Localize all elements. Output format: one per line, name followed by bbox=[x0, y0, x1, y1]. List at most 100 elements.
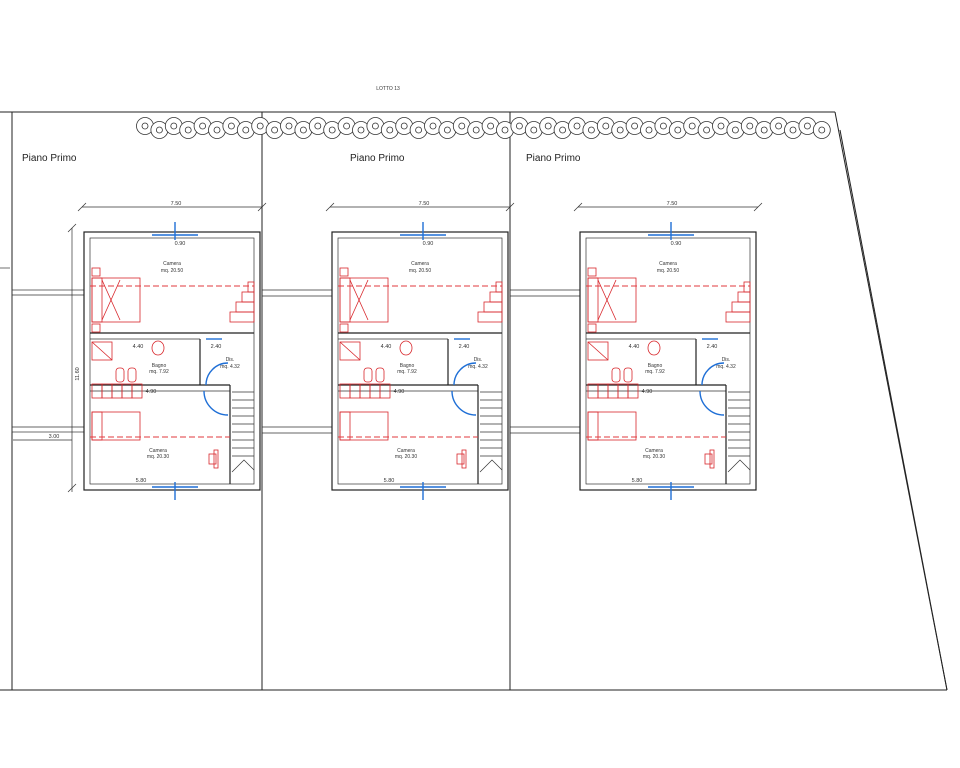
tree-icon bbox=[150, 121, 169, 139]
tree-core bbox=[544, 122, 552, 130]
tree-core bbox=[343, 122, 351, 130]
desk bbox=[456, 453, 465, 465]
stair-block bbox=[731, 301, 751, 313]
tree-icon bbox=[539, 117, 558, 135]
mid-dimension: 4.90 bbox=[146, 389, 157, 395]
room-area: mq. 20.50 bbox=[409, 268, 431, 274]
toilet bbox=[151, 340, 165, 356]
shower bbox=[339, 341, 361, 361]
tree-icon bbox=[164, 117, 183, 135]
tree-core bbox=[760, 126, 768, 134]
bottom-dimension: 5.80 bbox=[632, 478, 643, 484]
desk bbox=[208, 453, 217, 465]
stair-turn bbox=[727, 459, 751, 473]
nightstand bbox=[91, 323, 101, 333]
bed-top-head bbox=[91, 277, 103, 323]
tree-icon bbox=[380, 121, 399, 139]
room-name: Dis. bbox=[226, 357, 235, 363]
nightstand bbox=[587, 323, 597, 333]
tree-core bbox=[818, 126, 826, 134]
tree-icon bbox=[510, 117, 529, 135]
tree-core bbox=[602, 122, 610, 130]
shower-diag bbox=[91, 341, 113, 361]
tree-core bbox=[155, 126, 163, 134]
bed-sheet bbox=[349, 279, 369, 321]
room-area: mq. 7.92 bbox=[397, 369, 417, 375]
tree-icon bbox=[467, 121, 486, 139]
tree-icon bbox=[712, 117, 730, 135]
tree-icon bbox=[294, 121, 313, 139]
site-boundary: 3.00 11.60 bbox=[0, 111, 948, 691]
stair-turn bbox=[231, 459, 255, 473]
tree-icon bbox=[640, 121, 658, 139]
bed-bottom bbox=[587, 411, 637, 441]
tree-core bbox=[703, 126, 710, 134]
tree-core bbox=[501, 126, 509, 134]
bed-top-head bbox=[587, 277, 599, 323]
nightstand bbox=[91, 267, 101, 277]
inner-wall bbox=[89, 237, 255, 485]
tree-core bbox=[616, 126, 624, 134]
tree-icon bbox=[222, 117, 241, 135]
tree-core bbox=[588, 126, 595, 134]
tree-icon bbox=[438, 121, 457, 139]
room-area: mq. 20.50 bbox=[161, 268, 183, 274]
stair-block bbox=[725, 311, 751, 323]
width-dimension: 7.50 bbox=[419, 201, 430, 207]
dis-dimension: 2.40 bbox=[211, 344, 222, 350]
bidet bbox=[363, 367, 373, 383]
mid-dimension: 4.90 bbox=[642, 389, 653, 395]
dis-dimension: 2.40 bbox=[707, 344, 718, 350]
bed-top bbox=[91, 277, 141, 323]
lotto-title: LOTTO 13 bbox=[376, 86, 400, 92]
stair-upper bbox=[725, 281, 751, 323]
width-dimension: 7.50 bbox=[171, 201, 182, 207]
tree-icon bbox=[193, 117, 212, 135]
tree-core bbox=[256, 122, 264, 130]
tree-icon bbox=[323, 121, 342, 139]
room-name: Dis. bbox=[722, 357, 731, 363]
bed-bottom-head bbox=[339, 411, 351, 441]
dimension-tick bbox=[77, 202, 87, 212]
tree-core bbox=[775, 122, 782, 130]
stair-block bbox=[743, 281, 751, 293]
tree-icon bbox=[755, 121, 774, 139]
tree-icon bbox=[553, 121, 572, 139]
room-name: Camera bbox=[659, 261, 677, 267]
tree-icon bbox=[668, 121, 687, 139]
tree-core bbox=[314, 122, 322, 130]
bed-top bbox=[339, 277, 389, 323]
room-name: Dis. bbox=[474, 357, 483, 363]
tree-core bbox=[400, 122, 408, 130]
tree-core bbox=[227, 122, 235, 130]
tree-core bbox=[789, 126, 797, 134]
tree-core bbox=[328, 126, 336, 134]
dimension-tick bbox=[505, 202, 515, 212]
room-name: Camera bbox=[163, 261, 181, 267]
door-arc bbox=[451, 390, 477, 416]
tree-core bbox=[242, 126, 250, 134]
stair-block bbox=[737, 291, 751, 303]
bidet bbox=[115, 367, 125, 383]
dimension-tick bbox=[573, 202, 583, 212]
tree-core bbox=[199, 122, 207, 130]
tree-core bbox=[631, 122, 638, 130]
room-name: Bagno bbox=[400, 363, 415, 369]
tree-core bbox=[443, 126, 451, 134]
tree-core bbox=[357, 126, 365, 134]
room-area: mq. 20.30 bbox=[643, 454, 665, 460]
bed-sheet bbox=[101, 279, 121, 321]
shower bbox=[91, 341, 113, 361]
dimension-tick bbox=[753, 202, 763, 212]
stair-block bbox=[495, 281, 503, 293]
room-area: mq. 4.32 bbox=[716, 364, 736, 370]
inner-wall bbox=[585, 237, 751, 485]
tree-icon bbox=[481, 117, 500, 135]
tree-core bbox=[386, 126, 394, 134]
tree-core bbox=[170, 122, 178, 130]
outer-wall bbox=[579, 231, 757, 491]
bed-bottom bbox=[91, 411, 141, 441]
